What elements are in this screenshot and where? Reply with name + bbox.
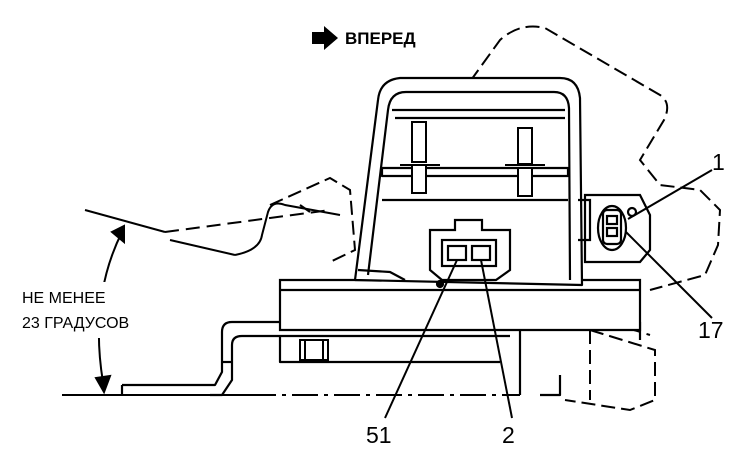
callout-2: 2	[502, 422, 515, 448]
leader-2	[480, 259, 513, 419]
leader-51	[384, 259, 458, 419]
upper-housing-outline	[269, 25, 722, 291]
arrow-right-icon	[312, 26, 338, 50]
main-connector	[428, 218, 512, 289]
forward-label: ВПЕРЕД	[345, 29, 416, 48]
left-tab	[169, 202, 341, 256]
leader-1	[627, 169, 713, 220]
pedestal-block	[278, 278, 642, 332]
angle-label-backdrop	[18, 282, 218, 338]
arrowhead-down-icon	[94, 374, 112, 395]
forward-indicator: ВПЕРЕД	[312, 26, 416, 50]
angle-indicator	[94, 224, 125, 395]
side-connector	[578, 193, 652, 264]
leader-17	[625, 231, 713, 319]
angle-label-line-2: 23 ГРАДУСОВ	[22, 315, 129, 332]
internal-slots	[400, 121, 545, 197]
angle-label-line-1: НЕ МЕНЕЕ	[22, 290, 106, 307]
callout-51: 51	[366, 422, 392, 448]
bolt-head	[299, 339, 329, 361]
callout-17: 17	[698, 317, 724, 343]
callout-1: 1	[712, 149, 725, 175]
arrowhead-up-icon	[110, 224, 125, 245]
callout-leaders	[384, 169, 713, 419]
lower-module-outline	[564, 329, 656, 412]
